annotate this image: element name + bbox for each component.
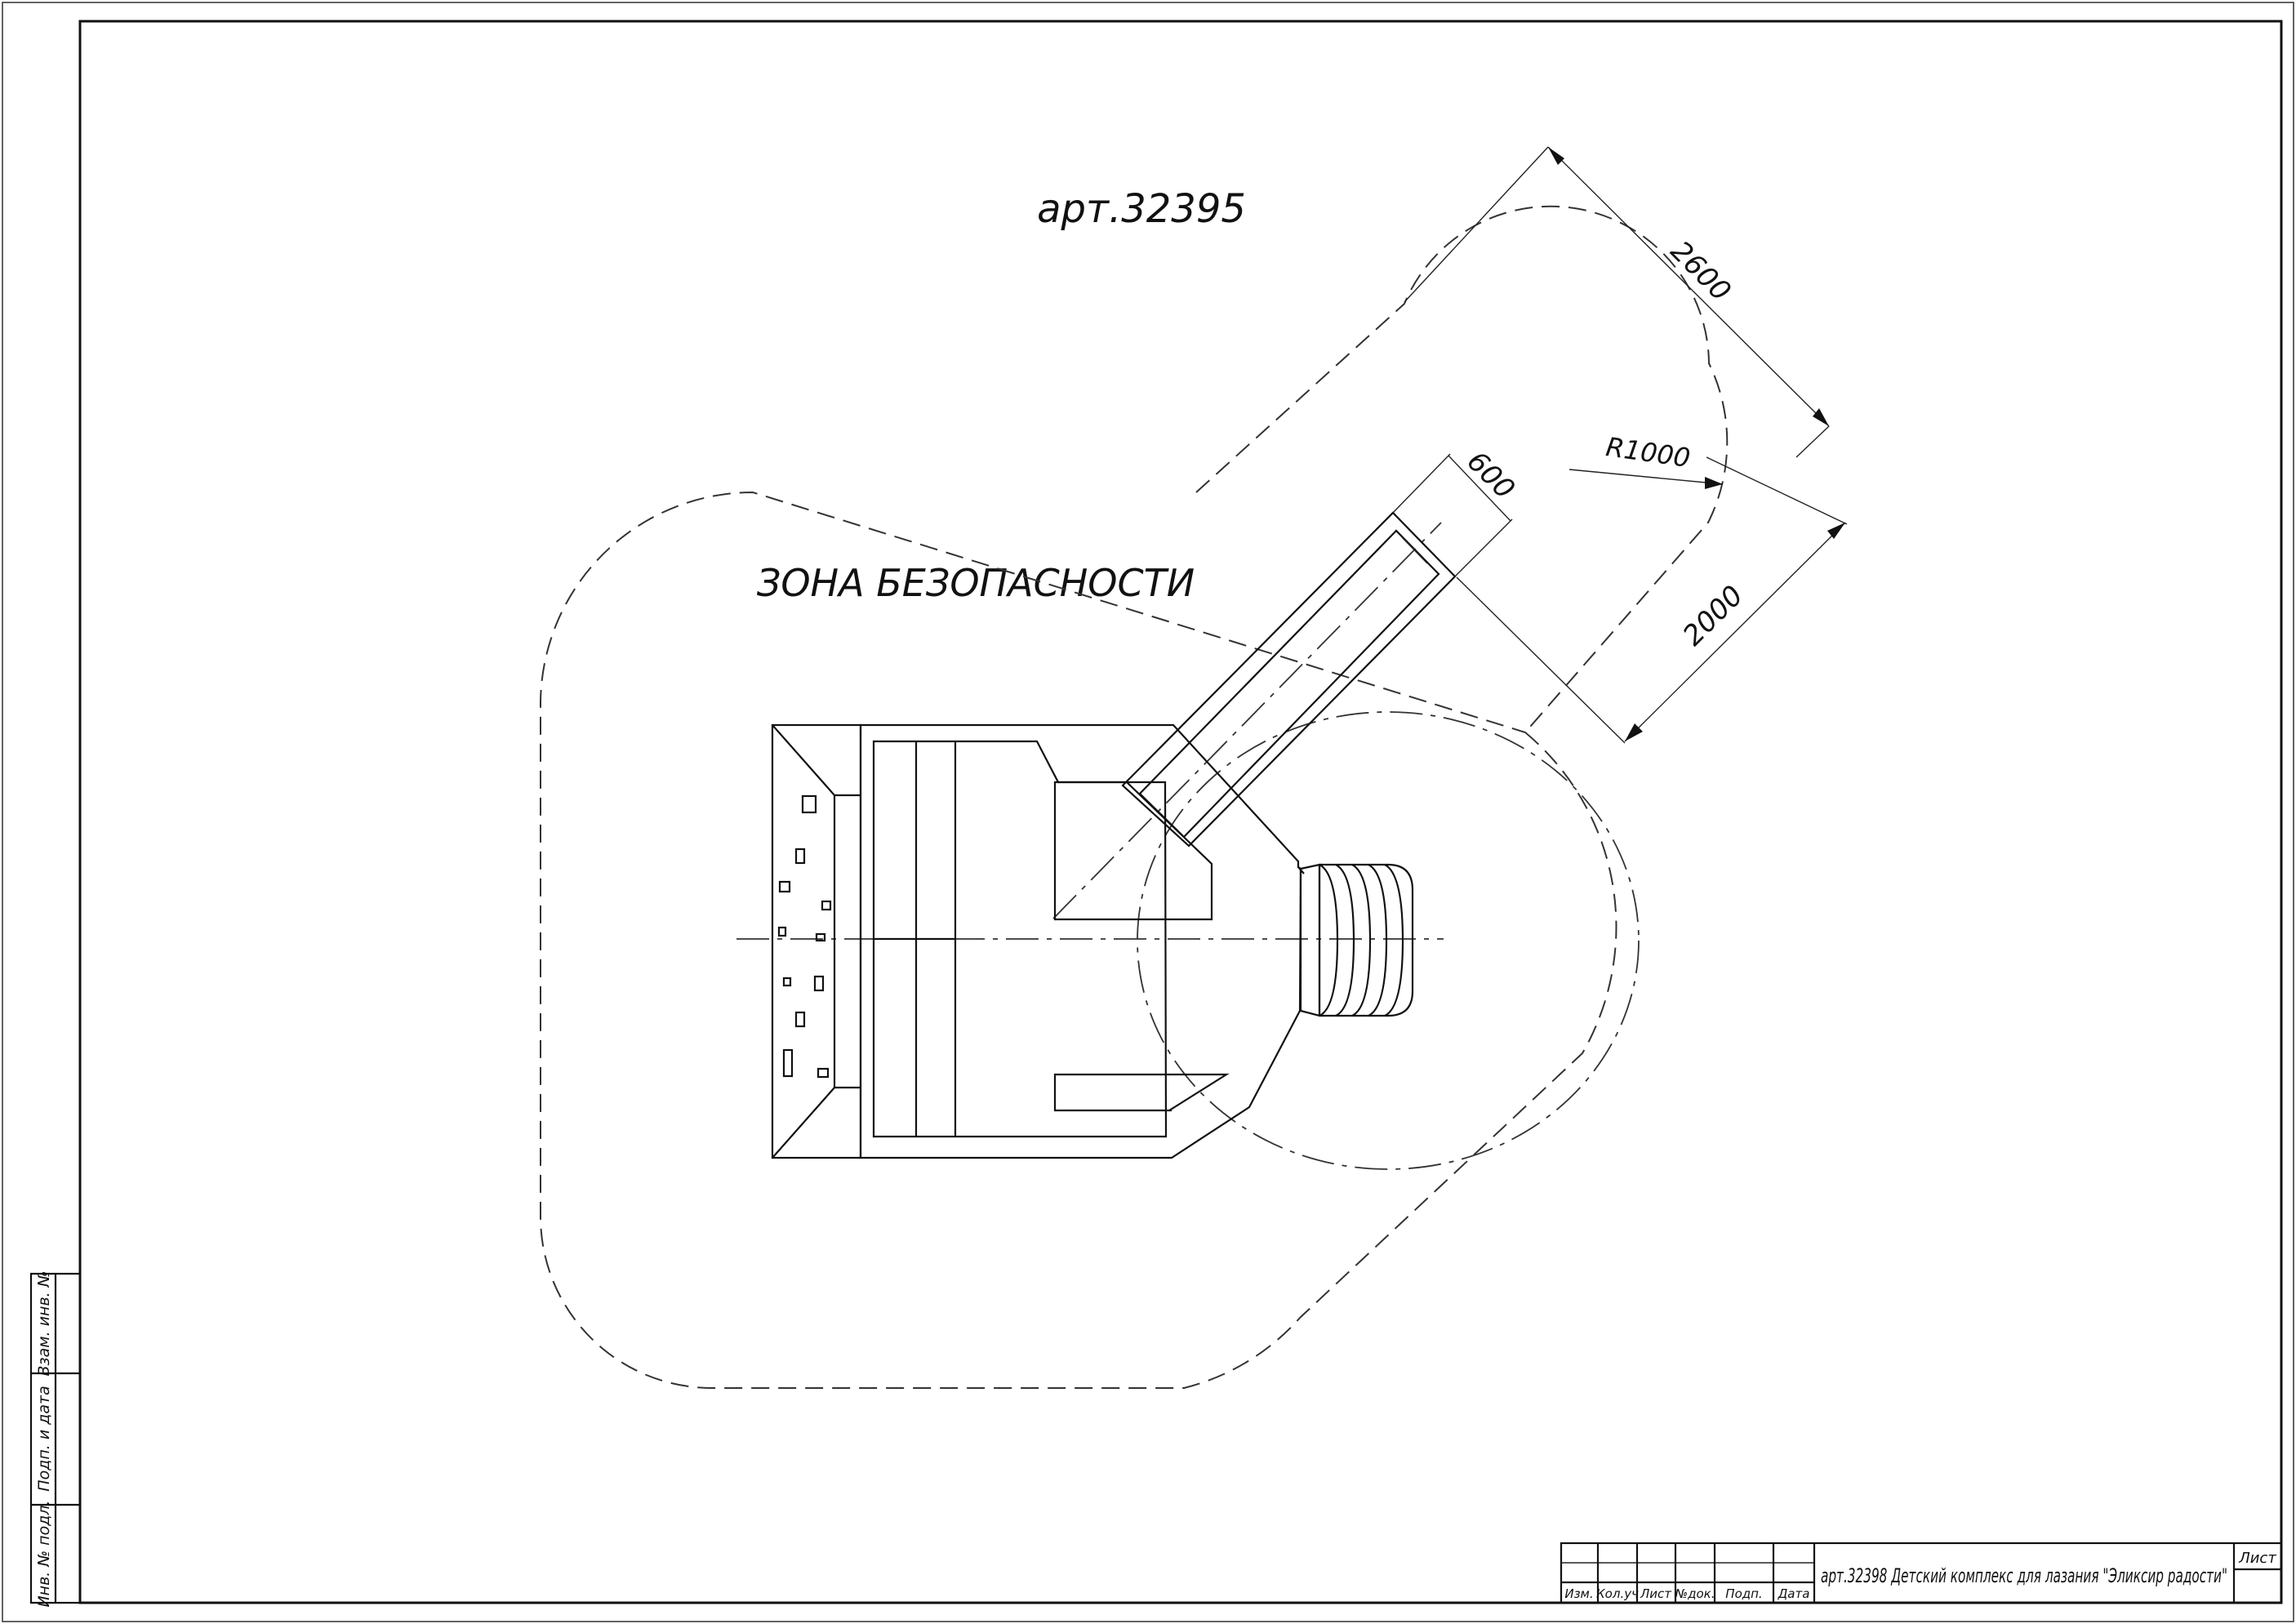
title-header-signature: Подп. (1725, 1586, 1762, 1601)
dimension-2000: 2000 (1676, 579, 1749, 652)
title-header-date: Дата (1778, 1586, 1810, 1601)
equipment-plan (771, 511, 1457, 1159)
climbing-hold (794, 1011, 806, 1028)
slide-inner (1138, 529, 1440, 839)
title-header-doc-number: №док. (1675, 1586, 1715, 1601)
climbing-hold (778, 880, 791, 893)
title-header-list: Лист (1640, 1586, 1672, 1601)
drawing-frame (78, 20, 2283, 1604)
title-header-kol-uch: Кол.уч (1596, 1586, 1639, 1601)
dimensions: 2600 600 R1000 2000 (1392, 146, 1848, 744)
title-block-sheet-label: Лист (2238, 1550, 2276, 1567)
climbing-hold (777, 926, 787, 937)
rotation-circle (1137, 711, 1640, 1170)
title-header-izm: Изм. (1564, 1586, 1593, 1601)
dimension-600: 600 (1461, 445, 1521, 505)
climbing-hold (782, 977, 792, 987)
climbing-hold (782, 1048, 794, 1078)
climbing-hold (801, 794, 817, 814)
dimension-r1000: R1000 (1604, 431, 1693, 474)
safety-zone-outline (540, 205, 1729, 1389)
climbing-hold (813, 975, 825, 992)
climbing-hold (815, 932, 826, 942)
article-label: арт.32395 (1037, 186, 1246, 232)
title-block-title: арт.32398 Детский комплекс для лазания "… (1821, 1564, 2227, 1587)
safety-zone-label: ЗОНА БЕЗОПАСНОСТИ (757, 561, 1195, 605)
side-stamp: Взам. инв. № Подп. и дата Инв. № подл. (29, 1270, 82, 1608)
title-block: Изм. Кол.уч Лист №док. Подп. Дата арт.32… (1560, 1542, 2283, 1604)
dimension-2600: 2600 (1664, 234, 1737, 307)
side-stamp-cell-replacement: Взам. инв. № (35, 1270, 53, 1376)
climbing-hold (794, 848, 806, 865)
climbing-hold (817, 1067, 830, 1079)
side-stamp-cell-signature: Подп. и дата (35, 1386, 53, 1491)
climbing-hold (821, 900, 832, 911)
side-stamp-cell-inventory: Инв. № подл. (35, 1500, 53, 1607)
slide-axis-line (1052, 522, 1442, 919)
